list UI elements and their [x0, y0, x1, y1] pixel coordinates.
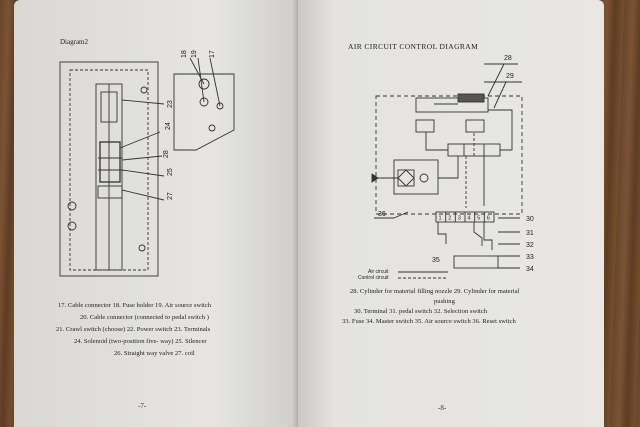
terminal-4: 4 — [468, 216, 471, 222]
diagram-heading: Diagram2 — [60, 38, 88, 46]
caption-line-2: 20. Cable connector (connected to pedal … — [80, 314, 209, 321]
callout-17: 17 — [209, 50, 216, 58]
callout-27: 27 — [167, 192, 174, 200]
callout-32: 32 — [526, 242, 534, 249]
callout-28: 28 — [163, 150, 170, 158]
callout-30: 30 — [526, 216, 534, 223]
caption-line-4: 33. Fuse 34. Master switch 35. Air sourc… — [342, 318, 516, 325]
callout-36: 36 — [378, 211, 386, 218]
callout-24: 24 — [165, 122, 172, 130]
terminal-1: 1 — [439, 216, 442, 222]
terminal-3: 3 — [458, 216, 461, 222]
callout-29: 29 — [506, 73, 514, 80]
legend-air-circuit: Air circuit — [368, 269, 389, 275]
callout-35: 35 — [432, 257, 440, 264]
callout-33: 33 — [526, 254, 534, 261]
diagram-title: AIR CIRCUIT CONTROL DIAGRAM — [348, 42, 479, 51]
terminal-6: 6 — [487, 216, 490, 222]
caption-line-1: 28. Cylinder for material filling nozzle… — [350, 288, 520, 295]
caption-line-3: 21. Crawl switch (choose) 22. Power swit… — [56, 326, 211, 333]
left-page: Diagram2 — [14, 0, 298, 427]
callout-23: 23 — [167, 100, 174, 108]
caption-line-2: pushing — [434, 298, 455, 305]
callout-25: 25 — [167, 168, 174, 176]
callout-19: 19 — [191, 50, 198, 58]
legend-control-circuit: Control circuit — [358, 275, 389, 281]
air-circuit-diagram: 28 29 36 30 31 32 33 34 35 1 2 3 4 5 6 A… — [358, 55, 534, 281]
mechanical-diagram: 18 19 17 23 24 28 25 27 — [59, 50, 235, 277]
callout-28: 28 — [504, 55, 512, 62]
terminal-5: 5 — [477, 216, 480, 222]
terminal-2: 2 — [448, 216, 451, 222]
caption-line-3: 30. Terminal 31. pedal switch 32. Select… — [354, 308, 488, 315]
frame-outline — [59, 61, 159, 277]
callout-18: 18 — [181, 50, 188, 58]
right-page: AIR CIRCUIT CONTROL DIAGRAM — [298, 0, 604, 427]
caption-line-4: 24. Solenoid (two-position five- way) 25… — [74, 338, 207, 345]
callout-31: 31 — [526, 230, 534, 237]
page-number-left: -7- — [138, 402, 147, 410]
caption-line-1: 17. Cable connector 18. Fuse holder 19. … — [58, 302, 212, 309]
callout-34: 34 — [526, 266, 534, 273]
page-number-right: -8- — [438, 404, 447, 412]
caption-line-5: 26. Straight way valve 27. coil — [114, 350, 195, 357]
